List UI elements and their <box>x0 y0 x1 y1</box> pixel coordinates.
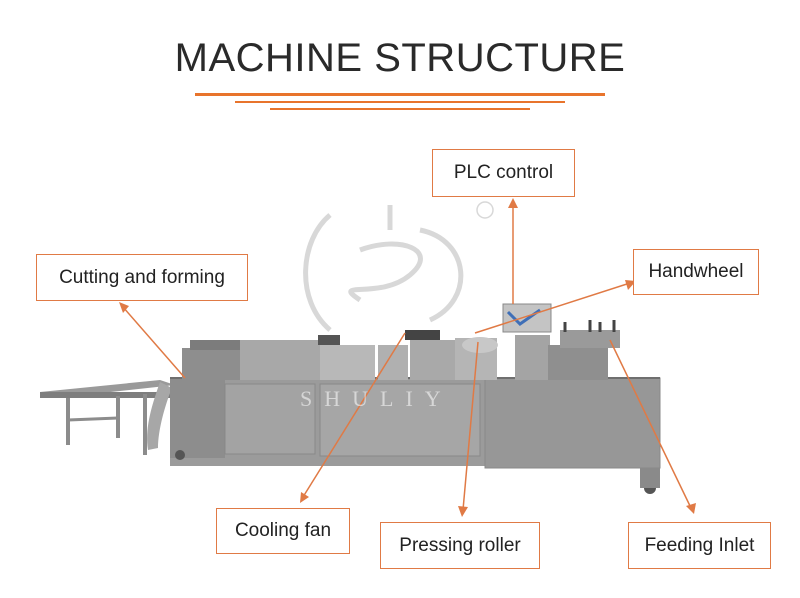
pointer-lines <box>122 205 692 511</box>
label-plc-control: PLC control <box>432 149 575 197</box>
conveyor-table <box>40 380 175 455</box>
label-feeding-inlet: Feeding Inlet <box>628 522 771 569</box>
label-handwheel: Handwheel <box>633 249 759 295</box>
title-underline-bottom <box>270 108 530 110</box>
watermark-logo <box>303 201 494 332</box>
label-pressing-roller: Pressing roller <box>380 522 540 569</box>
label-cutting-forming: Cutting and forming <box>36 254 248 301</box>
brand-watermark: SHULIY <box>300 386 453 411</box>
upper-modules <box>182 303 620 380</box>
title-underline-middle <box>235 101 565 103</box>
output-slide <box>147 382 172 450</box>
label-cooling-fan: Cooling fan <box>216 508 350 554</box>
machine-body <box>170 377 661 494</box>
page-title: MACHINE STRUCTURE <box>174 36 626 80</box>
title-underline-top <box>195 93 605 96</box>
